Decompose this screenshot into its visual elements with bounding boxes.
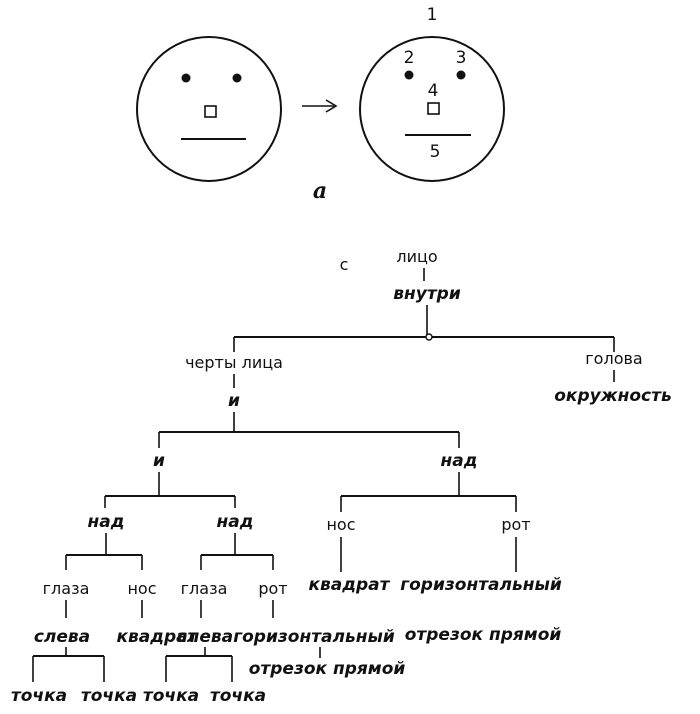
face-right: 1 2 3 4 5	[359, 5, 505, 182]
eye-dot-right-1	[404, 70, 414, 80]
part-number-2: 2	[404, 48, 415, 68]
relation-and-features: и	[228, 391, 240, 411]
leaf-dot-1: точка	[11, 686, 67, 706]
node-nose-1: нос	[127, 579, 156, 598]
node-face: лицо	[396, 247, 437, 266]
eye-dot-left-2	[232, 73, 242, 83]
leaf-dot-4: точка	[210, 686, 266, 706]
shape-circle: окружность	[554, 386, 672, 406]
shape-horizontal-right: горизонтальный	[400, 575, 562, 595]
node-head: голова	[585, 349, 642, 368]
nose-square-right	[427, 102, 440, 115]
relation-above-eyes-nose: над	[88, 512, 125, 532]
shape-segment-2: отрезок прямой	[249, 659, 406, 679]
shape-segment-right: отрезок прямой	[405, 625, 562, 645]
node-eyes-2: глаза	[181, 579, 228, 598]
relation-inside: внутри	[393, 284, 461, 304]
shape-square-1: квадрат	[117, 627, 199, 647]
face-left	[136, 36, 282, 182]
relation-left-1: слева	[34, 627, 90, 647]
shape-horizontal-2: горизонтальный	[233, 627, 395, 647]
part-number-4: 4	[428, 81, 439, 101]
relation-and-left: и	[153, 451, 165, 471]
eye-dot-right-2	[456, 70, 466, 80]
relation-above-right: над	[441, 451, 478, 471]
part-number-3: 3	[456, 48, 467, 68]
caption-a: a	[313, 178, 327, 204]
marker-c: с	[340, 255, 349, 274]
node-mouth-right: рот	[501, 515, 530, 534]
part-number-1: 1	[427, 5, 438, 25]
node-facial-features: черты лица	[185, 353, 283, 372]
eye-dot-left-1	[181, 73, 191, 83]
leaf-dot-3: точка	[143, 686, 199, 706]
leaf-dot-2: точка	[81, 686, 137, 706]
node-eyes-1: глаза	[43, 579, 90, 598]
nose-square-left	[204, 105, 217, 118]
face-circle-left	[136, 36, 282, 182]
relation-left-2: слева	[177, 627, 233, 647]
shape-square-right: квадрат	[309, 575, 391, 595]
node-mouth-2: рот	[258, 579, 287, 598]
part-number-5: 5	[430, 142, 441, 162]
node-nose-right: нос	[326, 515, 355, 534]
relation-above-eyes-mouth: над	[217, 512, 254, 532]
face-circle-right	[359, 36, 505, 182]
transform-arrow	[302, 99, 338, 113]
